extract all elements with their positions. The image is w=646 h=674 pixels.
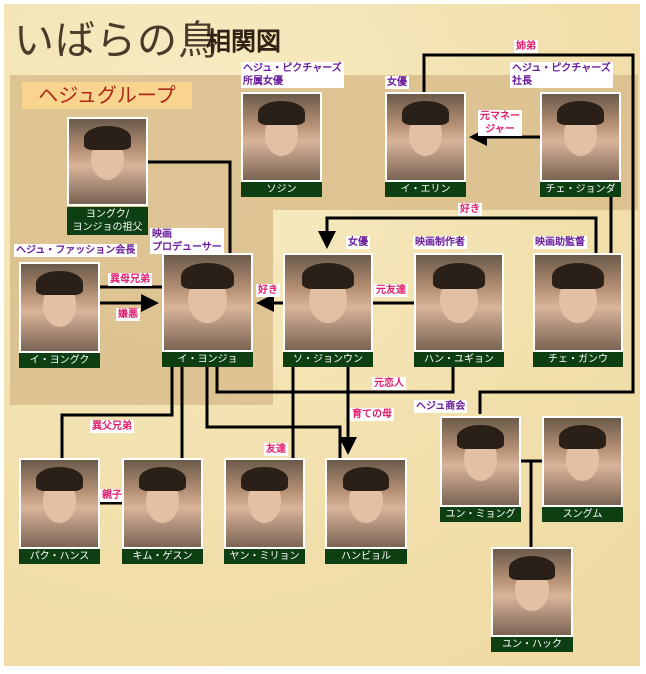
character-name: キム・ゲスン [122, 549, 203, 564]
relation-label-friends: 友達 [264, 443, 288, 456]
character-name: イ・ヨングク [19, 353, 100, 368]
character-photo [414, 253, 504, 352]
character-name: ヤン・ミリョン [224, 549, 305, 564]
character-role-erin: 女優 [385, 76, 409, 89]
character-name: チェ・ジョンダ [540, 182, 621, 197]
character-name: チェ・ガンウ [533, 352, 623, 367]
character-photo [67, 117, 148, 206]
relation-label-ex-lovers: 元恋人 [372, 377, 406, 390]
character-name: ソジン [241, 182, 322, 197]
character-role-yugyeong: 映画制作者 [413, 236, 467, 249]
subtitle: 相関図 [206, 27, 282, 56]
character-photo [19, 262, 100, 353]
character-card-grandfather: ヨングク/ ヨンジョの祖父 [67, 117, 148, 235]
character-card-gyesun: キム・ゲスン [122, 458, 203, 564]
character-card-hansu: パク・ハンス [19, 458, 100, 564]
relation-label-parent-child: 親子 [100, 489, 124, 502]
character-name: イ・エリン [385, 182, 466, 197]
title: いばらの鳥 [14, 18, 219, 64]
character-role-jeongda: ヘジュ・ピクチャーズ 社長 [510, 62, 613, 88]
character-role-sojin: ヘジュ・ピクチャーズ 所属女優 [241, 62, 344, 88]
character-card-jeongeun: ソ・ジョンウン [283, 253, 373, 367]
character-card-sunggeum: スングム [542, 416, 623, 522]
line-ex-lovers [215, 367, 455, 394]
character-card-hak: ユン・ハック [491, 547, 573, 652]
character-card-myeonggu: ユン・ミョング [440, 416, 521, 522]
character-card-youngjo: イ・ヨンジョ [162, 253, 253, 367]
character-photo [440, 416, 521, 507]
character-photo [224, 458, 305, 549]
character-card-yugyeong: ハン・ユギョン [414, 253, 504, 367]
character-photo [162, 253, 253, 352]
character-name: スングム [542, 507, 623, 522]
character-photo [283, 253, 373, 352]
character-card-erin: イ・エリン [385, 92, 466, 197]
character-name: イ・ヨンジョ [162, 352, 253, 367]
relation-label-hatred: 嫌悪 [116, 308, 140, 321]
character-name: ハン・ユギョン [414, 352, 504, 367]
character-name: ヨングク/ ヨンジョの祖父 [67, 207, 148, 235]
character-name: ユン・ハック [491, 637, 573, 652]
relation-label-ex-manager: 元マネー ジャー [478, 110, 522, 136]
relation-label-ex-friends: 元友達 [374, 284, 408, 297]
character-role-jeongeun: 女優 [346, 236, 370, 249]
relation-label-siblings: 姉弟 [514, 40, 538, 53]
character-card-mirion: ヤン・ミリョン [224, 458, 305, 564]
line-likes-top [318, 216, 598, 254]
group-label: ヘジュグループ [22, 82, 192, 109]
character-name: ユン・ミョング [440, 507, 521, 522]
character-card-jeongda: チェ・ジョンダ [540, 92, 621, 197]
character-role-younggook: ヘジュ・ファッション会長 [14, 244, 138, 257]
character-photo [542, 416, 623, 507]
character-role-youngjo: 映画 プロデューサー [150, 228, 224, 254]
character-name: ハンビョル [325, 549, 407, 564]
character-name: ソ・ジョンウン [283, 352, 373, 367]
character-role-myeonggu: ヘジュ商会 [414, 400, 468, 413]
relation-label-foster-mother: 育ての母 [350, 408, 394, 421]
character-photo [19, 458, 100, 549]
character-photo [122, 458, 203, 549]
line-siblings [422, 53, 635, 414]
character-role-gangwoo: 映画助監督 [533, 236, 587, 249]
character-photo [385, 92, 466, 182]
character-photo [533, 253, 623, 352]
character-photo [241, 92, 322, 182]
character-card-younggook: イ・ヨングク [19, 262, 100, 368]
character-card-hanbyeol: ハンビョル [325, 458, 407, 564]
character-photo [540, 92, 621, 182]
character-photo [491, 547, 573, 637]
character-card-gangwoo: チェ・ガンウ [533, 253, 623, 367]
character-name: パク・ハンス [19, 549, 100, 564]
relation-label-likes: 好き [256, 284, 280, 297]
relation-label-likes-top: 好き [458, 203, 482, 216]
character-card-sojin: ソジン [241, 92, 322, 197]
relation-label-half-brothers-father: 異父兄弟 [90, 420, 134, 433]
line-half-brothers-father [60, 367, 174, 458]
line-grandfather-youngjo [148, 160, 232, 253]
character-photo [325, 458, 407, 549]
relation-label-half-brothers-mother: 異母兄弟 [108, 273, 152, 286]
